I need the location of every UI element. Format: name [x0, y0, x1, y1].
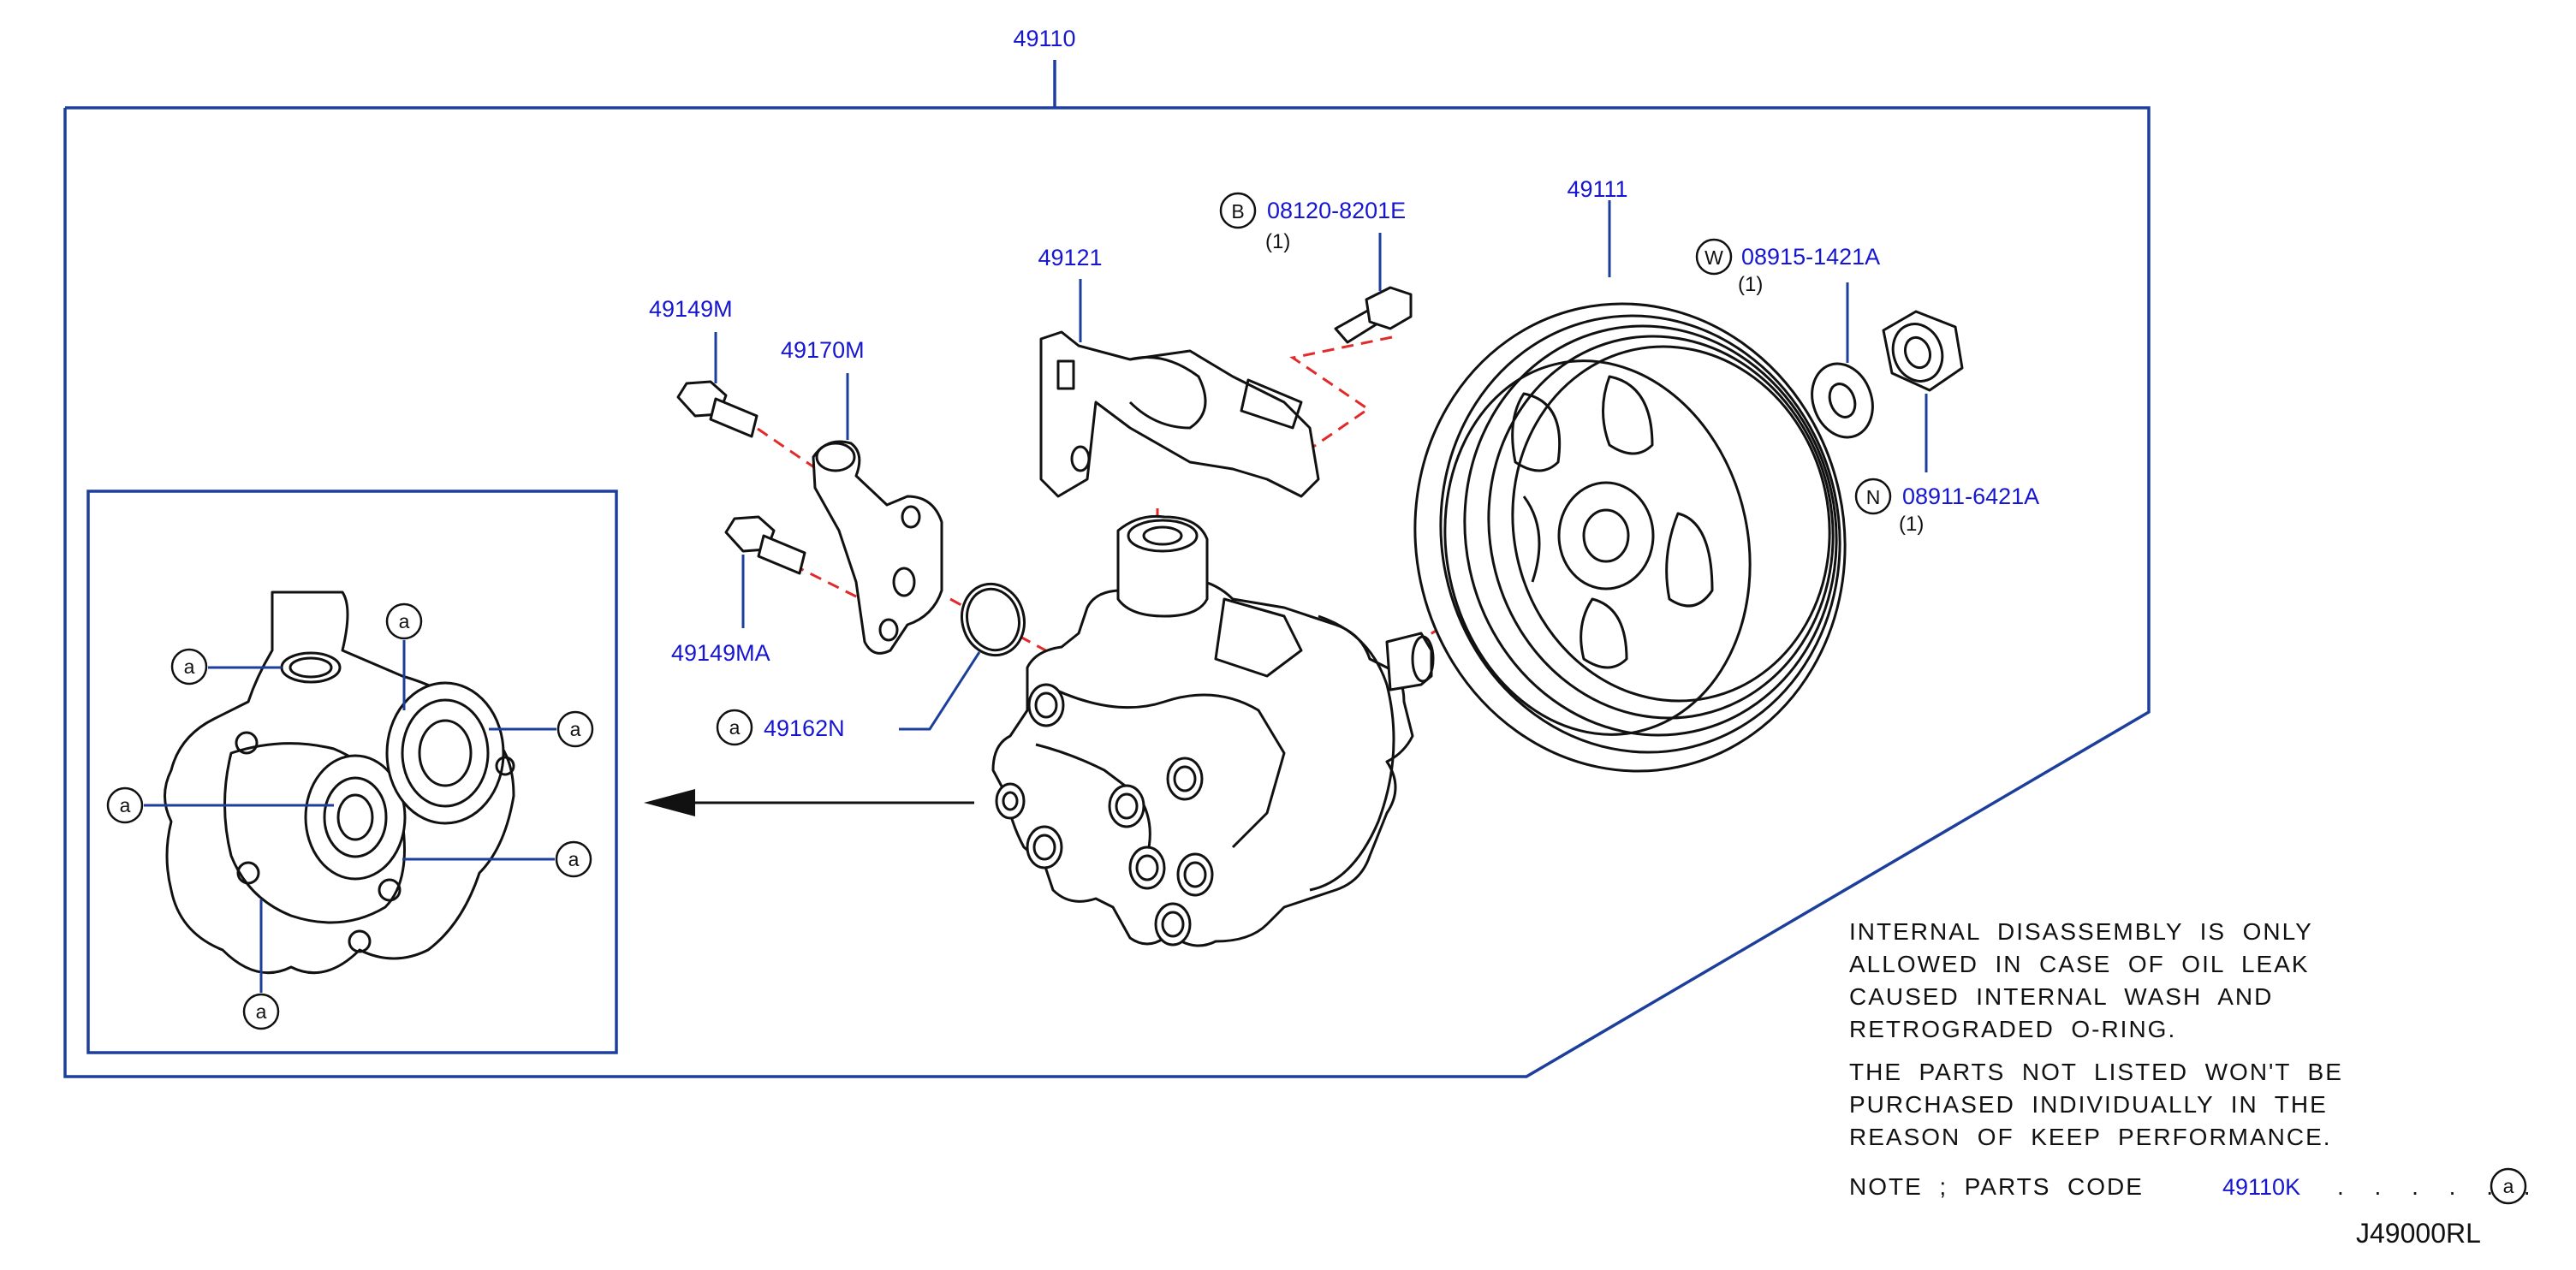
nut-label: N 08911-6421A (1) [1854, 478, 2039, 536]
svg-text:N: N [1866, 486, 1881, 508]
connector-49170M: 49170M [781, 337, 943, 655]
part-number-49149MA[interactable]: 49149MA [671, 640, 770, 666]
oring-label: a 49162N [716, 709, 845, 746]
svg-text:a: a [2503, 1175, 2514, 1197]
part-number-49170M[interactable]: 49170M [781, 337, 865, 363]
cover-detail-inset: a a a a a a [86, 490, 618, 1054]
note-line-2: ALLOWED IN CASE OF OIL LEAK [1849, 951, 2310, 977]
svg-text:B: B [1231, 200, 1244, 223]
parts-code-value[interactable]: 49110K [2222, 1174, 2300, 1200]
note-line-1: INTERNAL DISASSEMBLY IS ONLY [1849, 918, 2313, 945]
note-line-6: PURCHASED INDIVIDUALLY IN THE [1849, 1091, 2328, 1118]
svg-text:(1): (1) [1265, 230, 1290, 253]
svg-text:a: a [256, 1000, 267, 1023]
parts-code-note: NOTE ; PARTS CODE [1849, 1173, 2144, 1200]
svg-text:a: a [184, 656, 195, 678]
bracket: 49121 [1038, 245, 1320, 498]
note-line-3: CAUSED INTERNAL WASH AND [1849, 983, 2273, 1010]
part-number-08911-6421A[interactable]: 08911-6421A [1902, 484, 2039, 509]
lock-washer [1811, 282, 1874, 439]
note-line-5: THE PARTS NOT LISTED WON'T BE [1849, 1059, 2343, 1085]
pump-body [991, 514, 1435, 947]
washer-label: W 08915-1421A (1) [1695, 238, 1880, 296]
notes-block: INTERNAL DISASSEMBLY IS ONLY ALLOWED IN … [1849, 918, 2531, 1205]
callout-a-right-lower: a [555, 840, 592, 878]
part-number-08120-8201E[interactable]: 08120-8201E [1267, 198, 1406, 223]
callout-a-right-upper: a [556, 710, 594, 748]
part-number-49121[interactable]: 49121 [1038, 245, 1102, 270]
callout-a-left: a [106, 786, 144, 824]
note-line-7: REASON OF KEEP PERFORMANCE. [1849, 1124, 2332, 1150]
svg-text:a: a [120, 794, 131, 816]
svg-text:(1): (1) [1899, 513, 1924, 536]
svg-text:a: a [570, 718, 581, 740]
svg-text:a: a [729, 716, 741, 739]
detail-arrow [644, 789, 974, 816]
pulley: 49111 [1413, 176, 1847, 773]
bolt-49149M: 49149M [649, 296, 759, 438]
callout-a-top: a [385, 602, 423, 640]
diagram-reference: J49000RL [2356, 1218, 2481, 1249]
bolt-b-label: B 08120-8201E (1) [1219, 192, 1406, 253]
callout-a-bottom: a [242, 993, 280, 1030]
flange-nut [1882, 310, 1964, 472]
part-number-49162N[interactable]: 49162N [764, 715, 845, 741]
part-number-08915-1421A[interactable]: 08915-1421A [1741, 244, 1880, 270]
part-number-49149M[interactable]: 49149M [649, 296, 733, 322]
svg-text:a: a [568, 848, 580, 870]
shaft-seal [385, 681, 505, 825]
assembly-frame: 49110 [63, 26, 2151, 1078]
bolt-49149MA: 49149MA [671, 515, 806, 666]
callout-a-port: a [170, 648, 208, 685]
part-number-49110[interactable]: 49110 [1013, 26, 1075, 51]
note-line-4: RETROGRADED O-RING. [1849, 1016, 2176, 1042]
svg-text:(1): (1) [1738, 273, 1763, 296]
part-number-49111[interactable]: 49111 [1567, 176, 1627, 202]
svg-text:W: W [1704, 246, 1723, 269]
svg-text:a: a [399, 610, 410, 632]
oring-49162N [899, 582, 1026, 731]
parts-code-symbol: a [2490, 1167, 2527, 1205]
cover-seal [304, 754, 407, 881]
bracket-bolt [1334, 233, 1413, 344]
